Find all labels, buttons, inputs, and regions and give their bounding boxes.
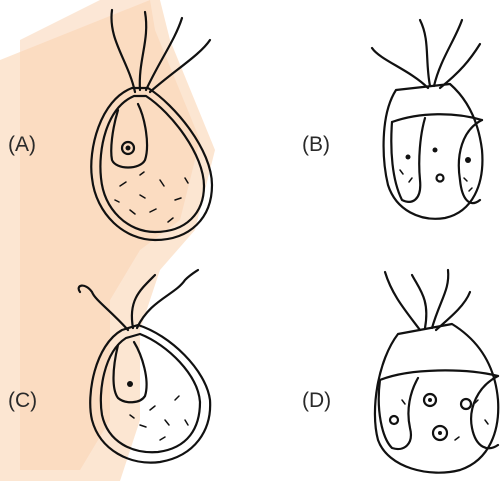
label-b: (B) <box>302 134 330 155</box>
cell-d <box>375 270 498 473</box>
label-a: (A) <box>8 134 36 155</box>
label-d: (D) <box>302 390 331 411</box>
label-c: (C) <box>8 390 37 411</box>
cell-b <box>372 20 482 219</box>
